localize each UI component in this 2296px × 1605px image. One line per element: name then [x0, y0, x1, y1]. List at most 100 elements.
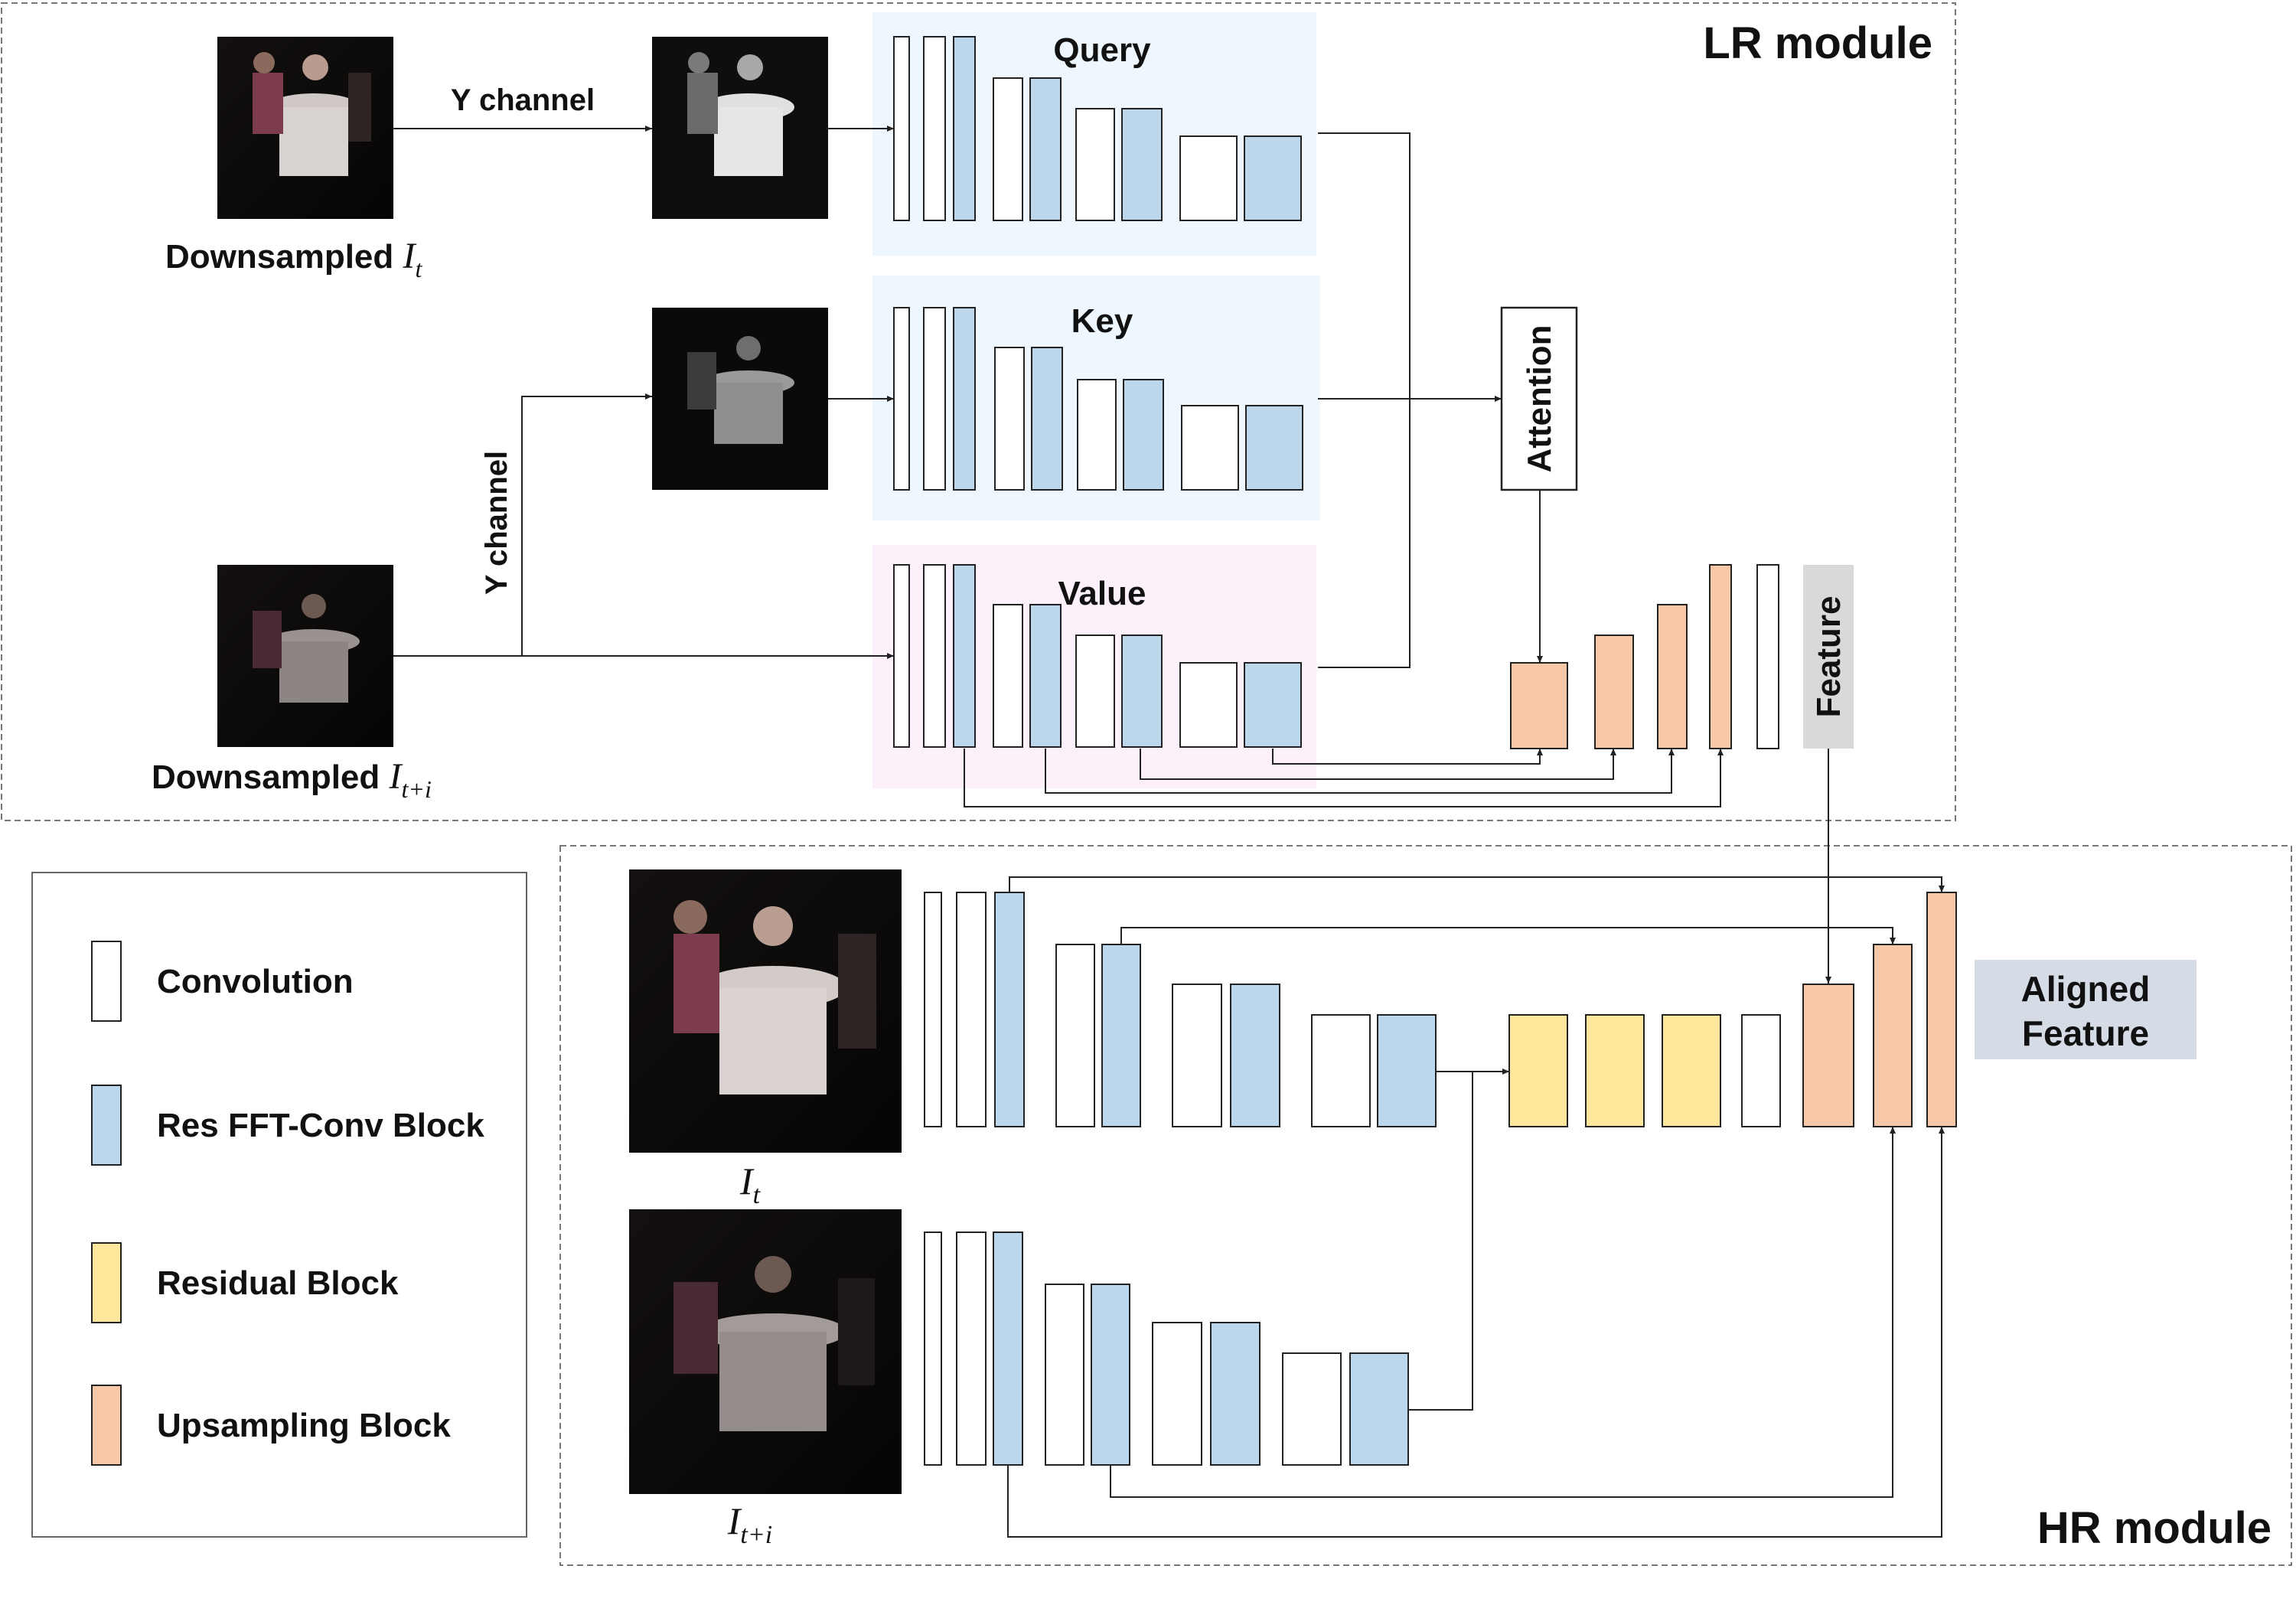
conv-block: [993, 77, 1023, 221]
upsampling-block: [1709, 564, 1732, 749]
lr-module-title: LR module: [1703, 18, 1932, 68]
query-to-attention-line: [1318, 132, 1411, 399]
attention-box: [1500, 306, 1578, 491]
res-fft-block: [953, 36, 976, 221]
hr-module-frame: [559, 845, 2292, 1566]
conv-block: [893, 36, 910, 221]
lr-frame-ti-image: [217, 565, 393, 747]
lr-frame-ti-caption: Downsampled It+i: [152, 756, 432, 803]
res-fft-block: [953, 564, 976, 748]
feature-label: Feature: [1810, 596, 1848, 718]
key-encoder: [893, 307, 1303, 491]
res-fft-block: [953, 307, 976, 491]
hr-ti-merge-line: [1408, 1072, 1473, 1411]
legend-item-convolution: Convolution: [91, 941, 354, 1022]
hr-frame-t-caption: It: [739, 1160, 762, 1209]
legend-label: Res FFT-Conv Block: [157, 1107, 484, 1144]
query-label: Query: [1053, 31, 1151, 69]
conv-block: [923, 564, 946, 748]
conv-block: [893, 564, 910, 748]
aligned-feature-box: [1975, 960, 2197, 1059]
lr-frame-t-caption: Downsampled It: [165, 236, 422, 282]
conv-block: [1172, 984, 1222, 1127]
hr-frame-ti-caption: It+i: [727, 1499, 773, 1549]
res-fft-block: [1101, 944, 1141, 1127]
aligned-feature-label-line2: Feature: [2022, 1013, 2149, 1053]
hr-frame-ti-image: [629, 1209, 902, 1494]
legend-item-residual-block: Residual Block: [91, 1242, 399, 1323]
conv-block: [1282, 1352, 1342, 1466]
legend-swatch: [91, 1385, 122, 1466]
legend-swatch: [91, 1085, 122, 1166]
conv-block: [993, 604, 1023, 748]
conv-block: [1181, 405, 1239, 491]
conv-block: [956, 892, 987, 1127]
lr-decoder: [1510, 564, 1779, 749]
res-fft-block: [1244, 135, 1302, 221]
conv-block: [956, 1231, 987, 1466]
y-channel-label-top: Y channel: [451, 83, 595, 117]
conv-block: [893, 307, 910, 491]
feature-box: [1803, 565, 1854, 749]
upsampling-block: [1873, 944, 1913, 1127]
conv-block: [924, 1231, 942, 1466]
value-to-attention-line: [1318, 399, 1411, 668]
conv-block: [1152, 1322, 1202, 1466]
aligned-feature-label-line1: Aligned: [2021, 969, 2151, 1009]
key-label: Key: [1071, 302, 1133, 340]
hr-decoder: [1508, 892, 1957, 1127]
legend-swatch: [91, 941, 122, 1022]
value-encoder: [893, 564, 1302, 748]
residual-block: [1585, 1014, 1645, 1127]
legend-label: Convolution: [157, 963, 354, 1000]
conv-block: [923, 307, 946, 491]
legend-label: Upsampling Block: [157, 1407, 451, 1444]
conv-block: [1045, 1284, 1084, 1466]
conv-block: [1055, 944, 1095, 1127]
res-fft-block: [1245, 405, 1303, 491]
lr-module-frame: [1, 2, 1956, 821]
hr-encoder-t: [924, 892, 1437, 1127]
res-fft-block: [993, 1231, 1023, 1466]
conv-block: [1077, 379, 1117, 491]
res-fft-block: [1031, 347, 1063, 491]
legend-item-res-fft-conv-block: Res FFT-Conv Block: [91, 1085, 484, 1166]
res-fft-block: [1210, 1322, 1261, 1466]
res-fft-block: [1121, 108, 1163, 221]
lr-frame-t-image: [217, 37, 393, 219]
y-channel-arrow-side: [521, 393, 652, 656]
hr-frame-t-image: [629, 869, 902, 1153]
query-encoder: [893, 36, 1302, 221]
res-fft-block: [1029, 77, 1062, 221]
res-fft-block: [994, 892, 1025, 1127]
conv-block: [1741, 1014, 1781, 1127]
res-fft-block: [1377, 1014, 1437, 1127]
res-fft-block: [1121, 634, 1163, 748]
lr-frame-t-gray-image: [652, 37, 828, 219]
res-fft-block: [1091, 1284, 1130, 1466]
conv-block: [994, 347, 1025, 491]
res-fft-block: [1230, 984, 1280, 1127]
residual-block: [1508, 1014, 1568, 1127]
upsampling-block: [1657, 604, 1688, 749]
conv-block: [1311, 1014, 1371, 1127]
hr-module-title: HR module: [2037, 1503, 2272, 1553]
hr-skip-connections: [1007, 876, 1945, 1538]
legend-label: Residual Block: [157, 1264, 399, 1302]
y-channel-label-side: Y channel: [480, 451, 514, 595]
res-fft-block: [1244, 662, 1302, 748]
conv-block: [1179, 135, 1238, 221]
conv-block: [1075, 634, 1115, 748]
res-fft-block: [1123, 379, 1164, 491]
legend-item-upsampling-block: Upsampling Block: [91, 1385, 451, 1466]
conv-block: [1756, 564, 1779, 749]
lr-skip-connections: [964, 749, 1724, 807]
conv-block: [1179, 662, 1238, 748]
hr-encoder-ti: [924, 1231, 1409, 1466]
legend-swatch: [91, 1242, 122, 1323]
upsampling-block: [1594, 634, 1634, 749]
upsampling-block: [1802, 984, 1854, 1127]
conv-block: [1075, 108, 1115, 221]
residual-block: [1662, 1014, 1721, 1127]
value-label: Value: [1058, 575, 1146, 612]
